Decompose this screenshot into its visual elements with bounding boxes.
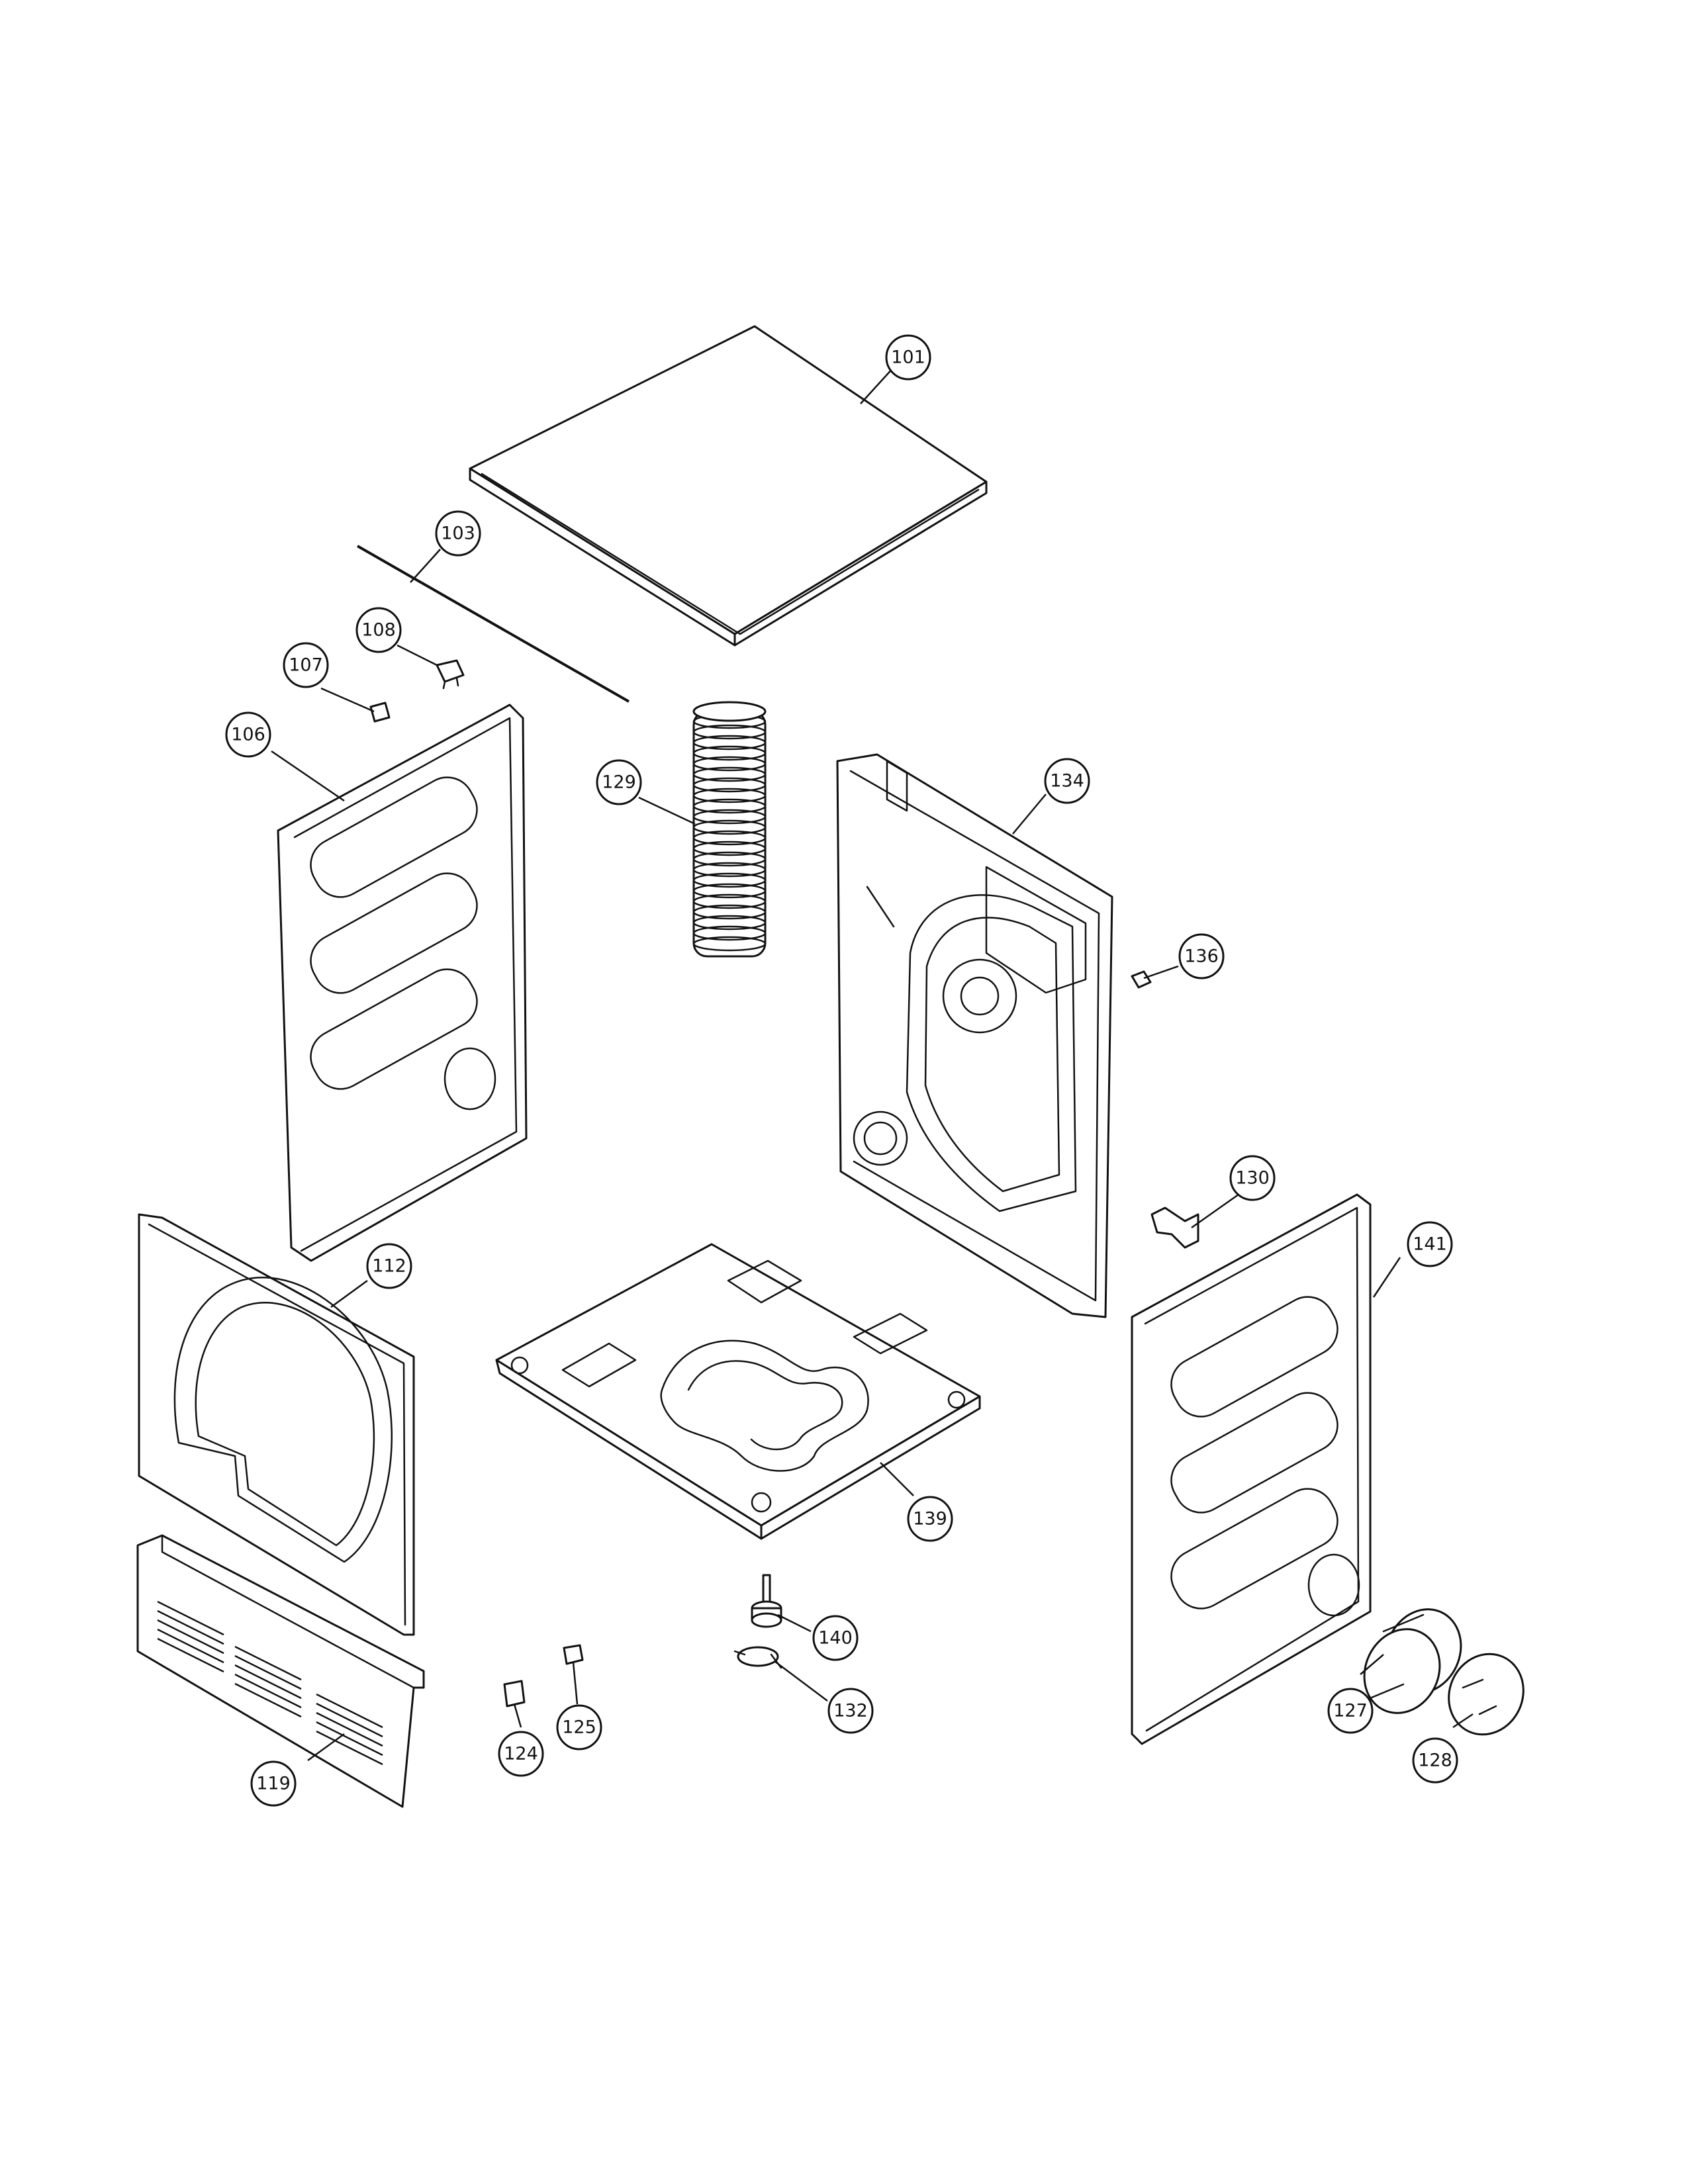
hose-ring (692, 735, 767, 751)
vent-slot (234, 1645, 302, 1681)
svg-text:139: 139 (913, 1509, 947, 1529)
callout-124: 124 (498, 1731, 544, 1777)
callout-106: 106 (225, 711, 271, 758)
callout-127: 127 (1327, 1688, 1374, 1734)
svg-text:127: 127 (1333, 1701, 1368, 1721)
callout-134: 134 (1044, 758, 1090, 804)
svg-text:103: 103 (441, 523, 475, 544)
vent-slot (316, 1693, 383, 1729)
hose-ring (692, 745, 767, 761)
callout-103: 103 (435, 510, 481, 557)
callout-141: 141 (1407, 1221, 1453, 1267)
part-cover-cap (1448, 1653, 1524, 1736)
part-left-side-panel (277, 704, 528, 1262)
hose-ring (692, 756, 767, 772)
hose-ring (692, 904, 767, 920)
callout-140: 140 (812, 1615, 859, 1661)
vent-slot (157, 1600, 224, 1636)
callout-136: 136 (1178, 933, 1225, 979)
part-clip-125 (563, 1644, 584, 1665)
vent-slot (157, 1619, 224, 1655)
svg-text:108: 108 (361, 620, 396, 641)
callout-128: 128 (1412, 1737, 1458, 1784)
vent-slot (157, 1637, 224, 1673)
vent-slot (234, 1673, 302, 1709)
part-clip-107 (369, 702, 391, 723)
svg-text:124: 124 (504, 1744, 538, 1764)
callout-108: 108 (355, 607, 402, 653)
vent-slot (316, 1721, 383, 1756)
svg-text:101: 101 (891, 347, 925, 368)
part-connector-108 (436, 659, 465, 690)
hose-ring (692, 841, 767, 856)
svg-text:128: 128 (1418, 1751, 1452, 1771)
svg-text:107: 107 (289, 655, 323, 676)
hose-ring (692, 925, 767, 941)
part-front-panel (138, 1213, 415, 1636)
hose-ring (692, 724, 767, 740)
callout-130: 130 (1229, 1155, 1276, 1201)
hose-ring (692, 830, 767, 846)
hose-ring (692, 777, 767, 793)
vent-slot (234, 1682, 302, 1718)
part-right-side-panel (1131, 1193, 1372, 1745)
part-base-frame (495, 1243, 981, 1540)
callout-107: 107 (283, 642, 329, 688)
hose-ring (692, 798, 767, 814)
svg-text:125: 125 (562, 1717, 596, 1738)
part-bracket-130 (1150, 1206, 1199, 1249)
callout-112: 112 (366, 1243, 412, 1289)
svg-text:136: 136 (1184, 946, 1219, 967)
svg-text:140: 140 (818, 1628, 853, 1649)
hose-ring (692, 809, 767, 825)
part-leveling-foot (751, 1574, 782, 1628)
callout-119: 119 (250, 1760, 297, 1807)
hose-ring (692, 862, 767, 878)
part-duct-hose (692, 701, 767, 958)
callout-125: 125 (556, 1704, 602, 1751)
callout-129: 129 (596, 759, 642, 805)
hose-ring (692, 936, 767, 952)
svg-text:112: 112 (372, 1256, 406, 1277)
vent-slot (234, 1664, 302, 1700)
svg-text:130: 130 (1235, 1168, 1270, 1189)
part-kick-plate (136, 1534, 425, 1808)
svg-text:141: 141 (1413, 1234, 1447, 1255)
svg-text:134: 134 (1050, 771, 1084, 792)
vent-slot (157, 1610, 224, 1645)
vent-slot (234, 1655, 302, 1690)
callout-101: 101 (885, 334, 931, 381)
hose-ring (692, 883, 767, 899)
vent-slot (316, 1730, 383, 1766)
hose-ring (692, 819, 767, 835)
callouts: 101 103 108 107 106 129 134 136 112 130 … (225, 334, 1458, 1807)
svg-text:106: 106 (231, 725, 265, 745)
vent-slot (316, 1711, 383, 1747)
svg-text:132: 132 (833, 1701, 868, 1721)
part-clamp-132 (733, 1646, 782, 1669)
part-top-cover (469, 325, 988, 647)
callout-139: 139 (907, 1496, 953, 1542)
part-foot-124 (503, 1680, 526, 1707)
callout-132: 132 (827, 1688, 874, 1734)
leader-lines (271, 367, 1474, 1762)
hose-ring (692, 766, 767, 782)
part-rear-panel (836, 753, 1113, 1318)
part-fastener-136 (1131, 970, 1152, 989)
hose-ring (692, 872, 767, 888)
svg-text:129: 129 (602, 772, 636, 793)
hose-ring (692, 788, 767, 803)
hose-ring (692, 893, 767, 909)
hose-ring (692, 851, 767, 867)
svg-text:119: 119 (256, 1774, 291, 1794)
part-duct-ring (1362, 1608, 1462, 1714)
hose-ring (692, 915, 767, 931)
vent-slot (316, 1702, 383, 1738)
vent-slot (157, 1628, 224, 1664)
part-seal-strip (357, 545, 630, 703)
